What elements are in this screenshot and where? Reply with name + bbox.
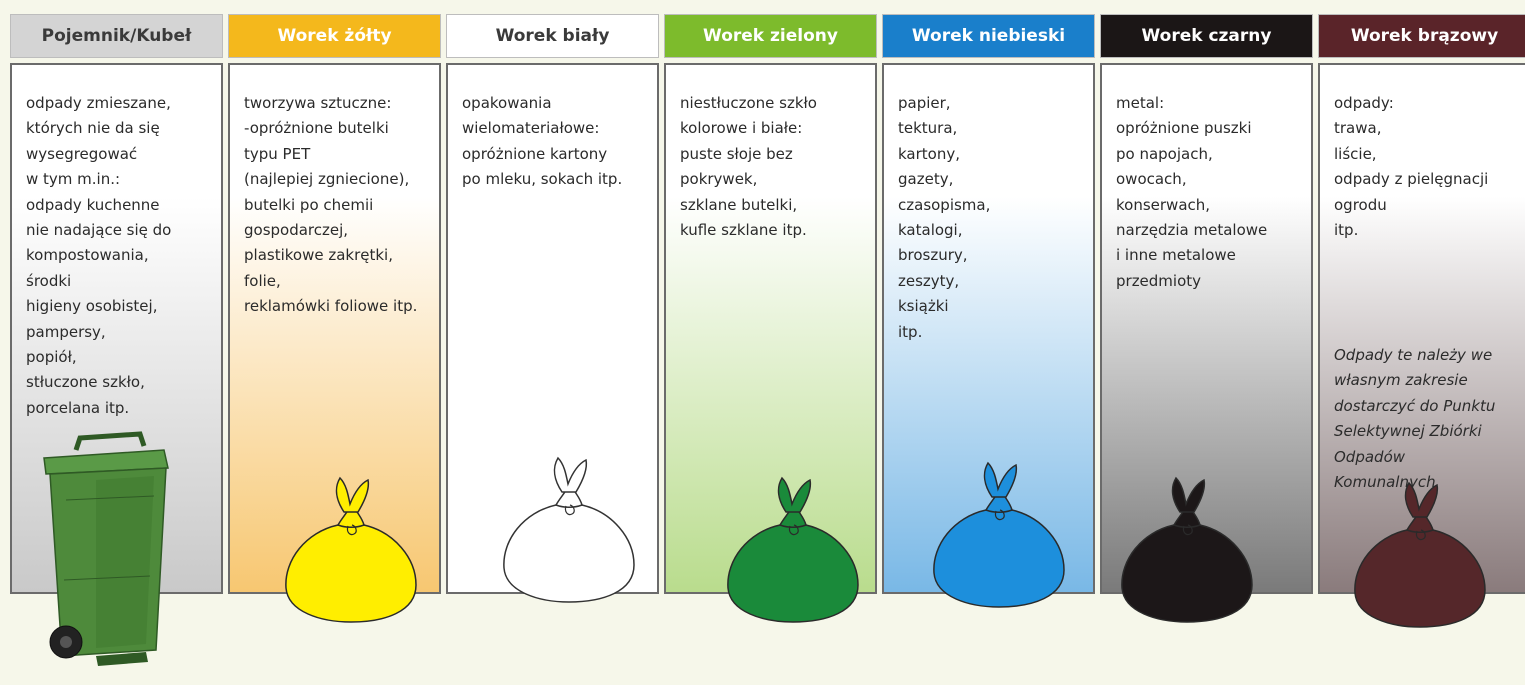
description-line: zeszyty, [898, 271, 960, 290]
column-header: Pojemnik/Kubeł [10, 14, 223, 58]
description-line: czasopisma, [898, 195, 991, 214]
description-line: katalogi, [898, 221, 963, 240]
description-line: higieny osobistej, [26, 297, 158, 316]
description-line: wysegregować [26, 144, 138, 163]
description-line: odpady z pielęgnacji [1334, 170, 1489, 189]
description-line: (najlepiej zgniecione), [244, 170, 410, 189]
description-line: typu PET [244, 144, 311, 163]
description-line: reklamówki foliowe itp. [244, 297, 418, 316]
description-line: ogrodu [1334, 195, 1387, 214]
column-description: niestłuczone szkło kolorowe i białe: puste… [680, 91, 867, 243]
note-line: Odpadów [1334, 447, 1406, 466]
description-line: których nie da się [26, 119, 160, 138]
brown-bag-icon [1345, 475, 1495, 630]
column-header: Worek niebieski [882, 14, 1095, 58]
description-line: butelki po chemii [244, 195, 374, 214]
column-header: Worek biały [446, 14, 659, 58]
column-description: tworzywa sztuczne: -opróżnione butelki typ… [244, 91, 431, 320]
white-bag-icon [494, 450, 644, 605]
wheelie-bin-icon [36, 430, 176, 670]
blue-bag-icon [924, 455, 1074, 610]
description-line: porcelana itp. [26, 398, 130, 417]
column-description: papier, tektura, kartony, gazety, czasopisma… [898, 91, 1085, 345]
description-line: gospodarczej, [244, 221, 349, 240]
description-line: tworzywa sztuczne: [244, 94, 392, 112]
description-line: pampersy, [26, 322, 106, 341]
description-line: metal: [1116, 94, 1165, 112]
description-line: kompostowania, [26, 246, 149, 265]
description-line: popiół, [26, 348, 77, 367]
description-line: po mleku, sokach itp. [462, 170, 623, 189]
description-line: konserwach, [1116, 195, 1211, 214]
description-line: opróżnione puszki [1116, 119, 1252, 138]
note-line: własnym zakresie [1334, 371, 1468, 390]
column-description: opakowania wielomateriałowe: opróżnione ka… [462, 91, 649, 193]
description-line: i inne metalowe [1116, 246, 1236, 265]
description-line: gazety, [898, 170, 954, 189]
description-line: trawa, [1334, 119, 1382, 138]
column-header: Worek zielony [664, 14, 877, 58]
column-description: odpady zmieszane, których nie da się wyseg… [26, 91, 213, 421]
description-line: folie, [244, 271, 281, 290]
description-line: książki [898, 297, 949, 316]
description-line: stłuczone szkło, [26, 373, 145, 392]
column-body: niestłuczone szkło kolorowe i białe: puste… [664, 63, 877, 594]
description-line: tektura, [898, 119, 958, 138]
description-line: puste słoje bez [680, 144, 793, 163]
description-line: przedmioty [1116, 271, 1202, 290]
column-description: odpady: trawa, liście, odpady z pielęgnacji… [1334, 91, 1521, 243]
description-line: pokrywek, [680, 170, 758, 189]
column-body: tworzywa sztuczne: -opróżnione butelki typ… [228, 63, 441, 594]
column-pojemnik: Pojemnik/Kubeł odpady zmieszane, których n… [10, 14, 223, 594]
black-bag-icon [1112, 470, 1262, 625]
description-line: -opróżnione butelki [244, 119, 389, 138]
column-header: Worek brązowy [1318, 14, 1525, 58]
description-line: opakowania [462, 94, 552, 112]
column-body: metal: opróżnione puszki po napojach, owoca… [1100, 63, 1313, 594]
description-line: niestłuczone szkło [680, 94, 817, 112]
description-line: w tym m.in.: [26, 170, 121, 189]
description-line: kolorowe i białe: [680, 119, 803, 138]
description-line: odpady zmieszane, [26, 94, 171, 112]
description-line: papier, [898, 94, 951, 112]
description-line: broszury, [898, 246, 968, 265]
column-zielony: Worek zielony niestłuczone szkło kolorowe … [664, 14, 877, 594]
description-line: odpady kuchenne [26, 195, 160, 214]
note-line: Odpady te należy we [1334, 346, 1493, 364]
description-line: opróżnione kartony [462, 144, 608, 163]
column-header: Worek czarny [1100, 14, 1313, 58]
description-line: środki [26, 271, 72, 290]
description-line: liście, [1334, 144, 1377, 163]
description-line: wielomateriałowe: [462, 119, 600, 138]
description-line: owocach, [1116, 170, 1187, 189]
description-line: nie nadające się do [26, 221, 172, 240]
column-niebieski: Worek niebieski papier, tektura, kartony, ga… [882, 14, 1095, 594]
description-line: kufle szklane itp. [680, 221, 807, 240]
column-note: Odpady te należy we własnym zakresie dosta… [1334, 343, 1521, 495]
note-line: dostarczyć do Punktu [1334, 396, 1496, 415]
green-bag-icon [718, 470, 868, 625]
description-line: po napojach, [1116, 144, 1213, 163]
description-line: szklane butelki, [680, 195, 798, 214]
waste-sorting-board: Pojemnik/Kubeł odpady zmieszane, których n… [10, 14, 1525, 594]
column-body: odpady zmieszane, których nie da się wyseg… [10, 63, 223, 594]
note-line: Selektywnej Zbiórki [1334, 422, 1482, 441]
description-line: itp. [898, 322, 923, 341]
column-header: Worek żółty [228, 14, 441, 58]
yellow-bag-icon [276, 470, 426, 625]
description-line: itp. [1334, 221, 1359, 240]
description-line: narzędzia metalowe [1116, 221, 1268, 240]
description-line: odpady: [1334, 94, 1394, 112]
description-line: plastikowe zakrętki, [244, 246, 393, 265]
description-line: kartony, [898, 144, 960, 163]
column-description: metal: opróżnione puszki po napojach, owoca… [1116, 91, 1303, 294]
column-czarny: Worek czarny metal: opróżnione puszki po na… [1100, 14, 1313, 594]
column-zolty: Worek żółty tworzywa sztuczne: -opróżnione… [228, 14, 441, 594]
